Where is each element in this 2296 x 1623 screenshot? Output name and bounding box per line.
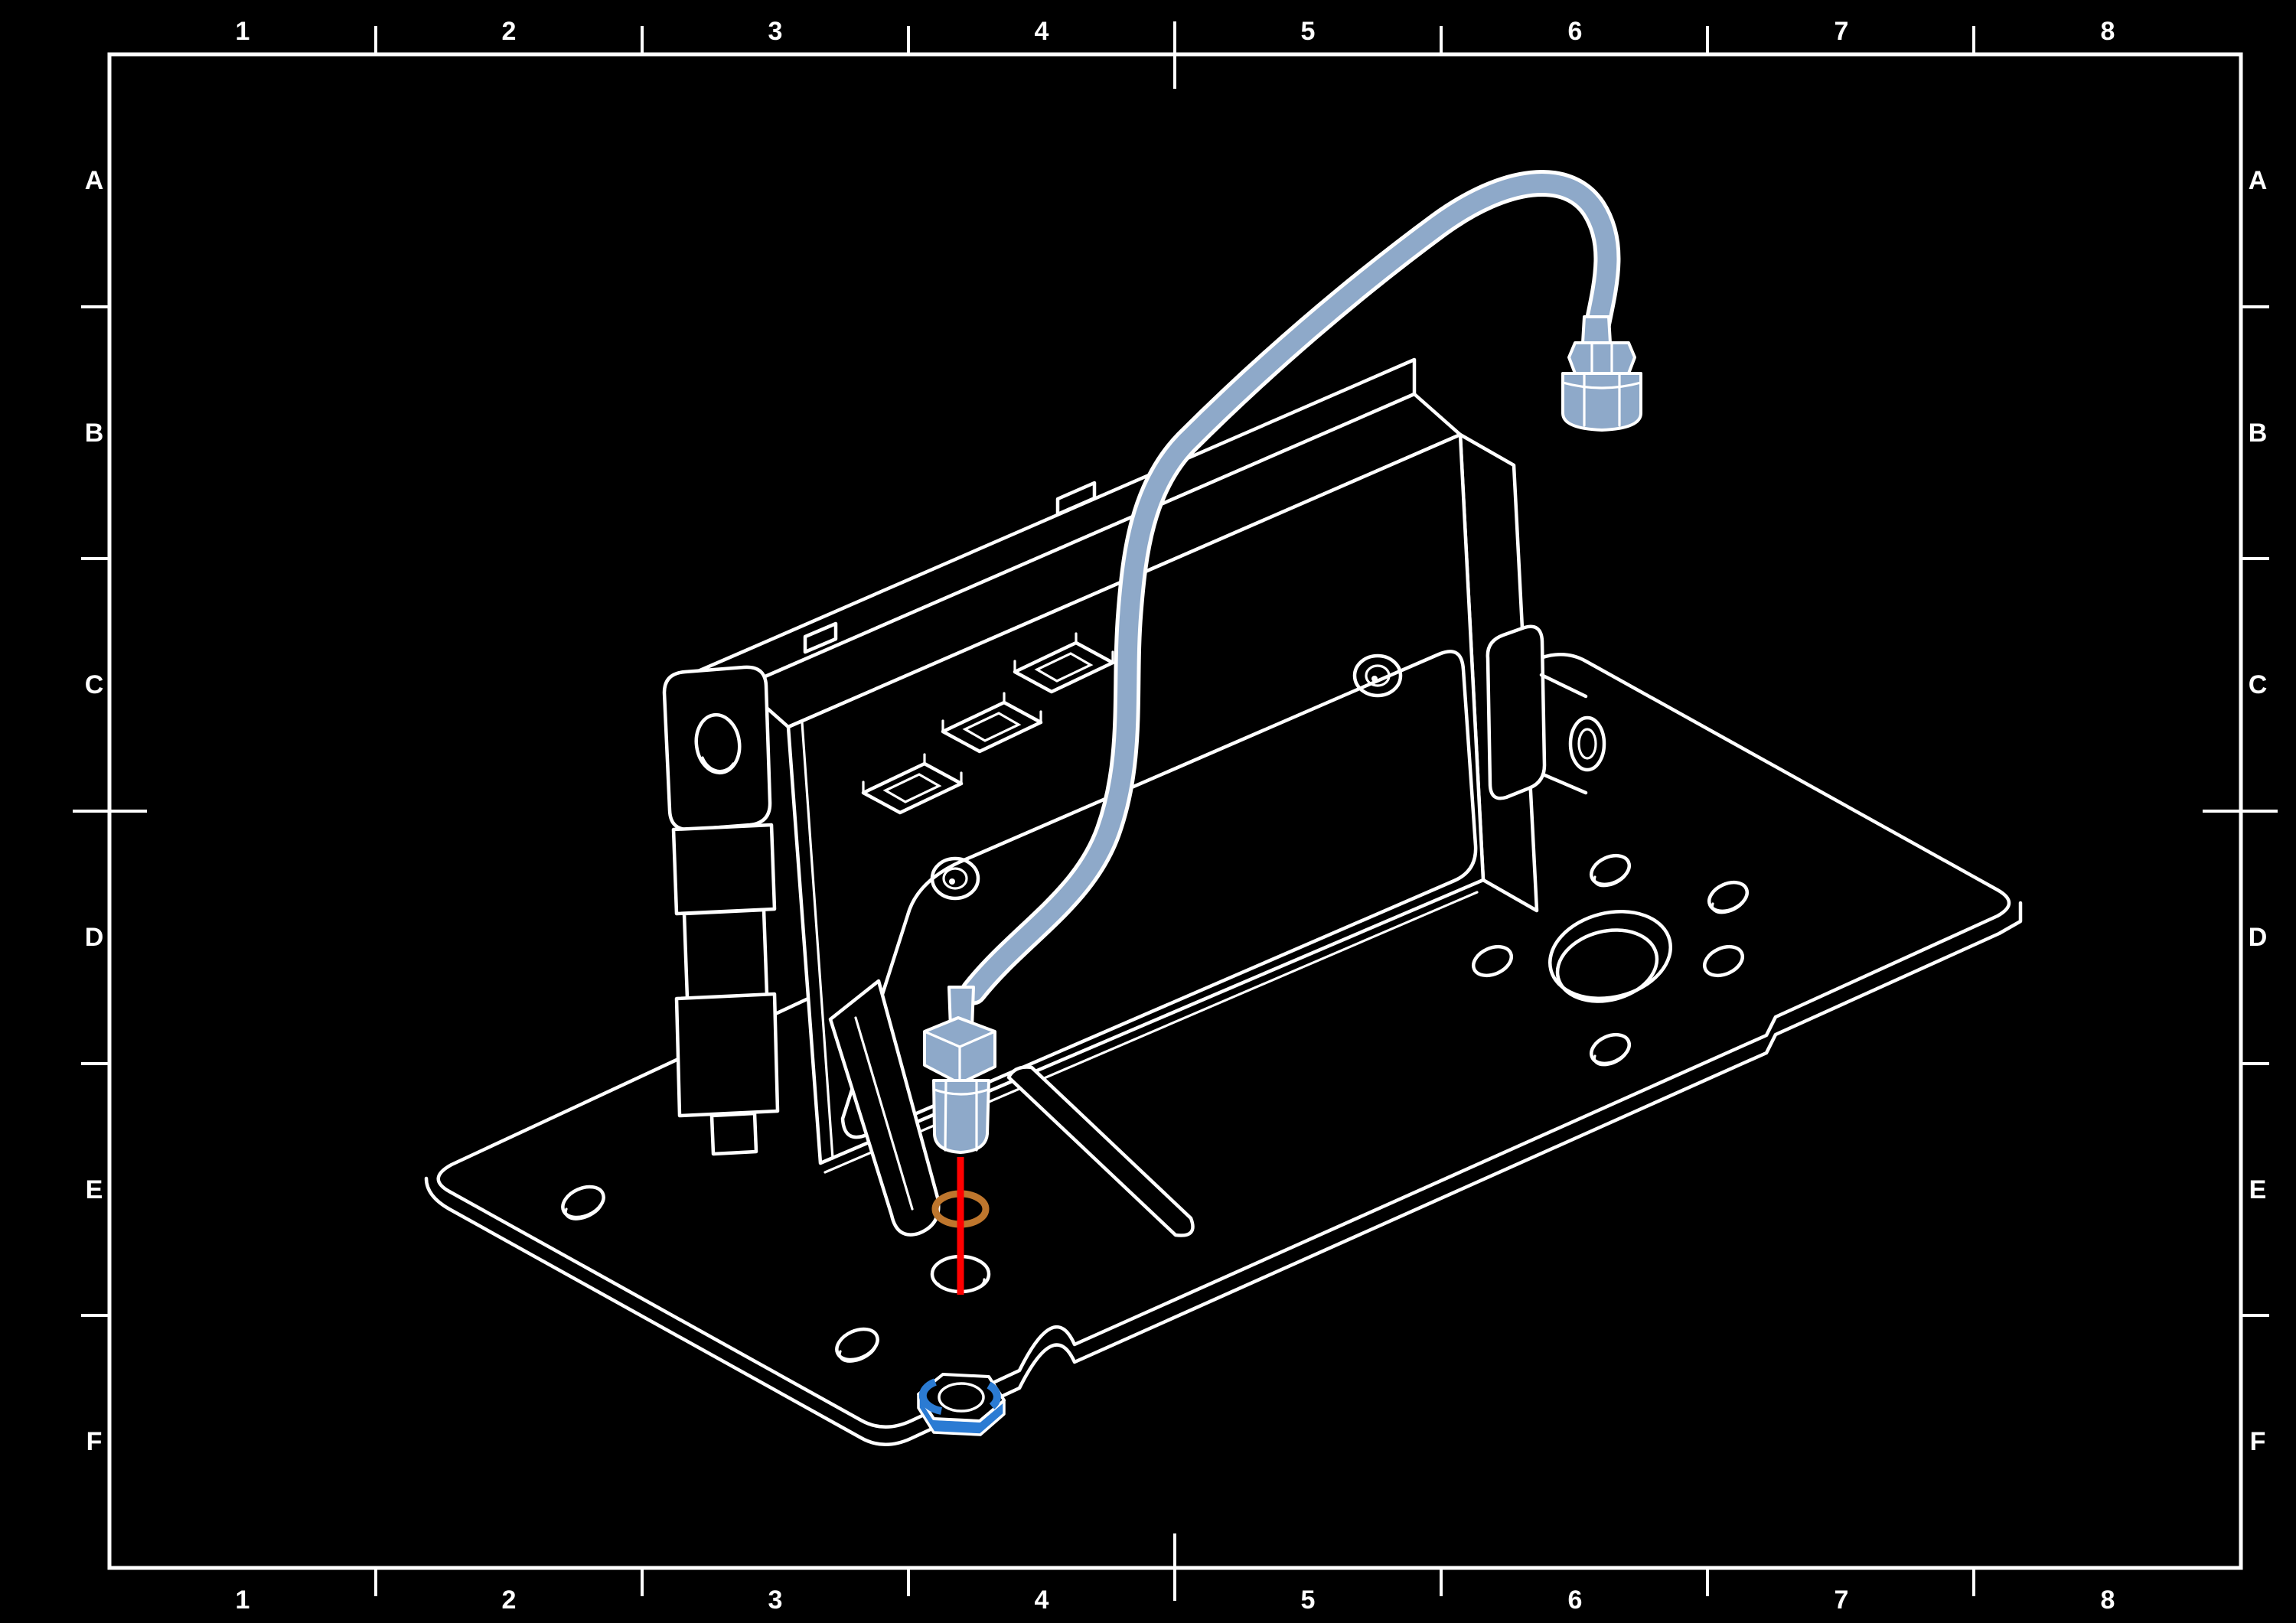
plate-top-surface xyxy=(436,653,2011,1429)
base-plate xyxy=(424,653,2023,1446)
plate-hole-depth xyxy=(1593,1050,1629,1067)
plate-hole xyxy=(1472,944,1513,978)
plug-hex-top xyxy=(923,1030,996,1085)
antenna-cable xyxy=(960,170,1621,1005)
zone-row-label: A xyxy=(85,166,104,195)
box-left-wall-line xyxy=(801,721,834,1160)
zone-ticks-bottom xyxy=(374,1533,1975,1601)
zone-row-label: B xyxy=(85,419,104,448)
zone-labels-right: A B C D E F xyxy=(2249,166,2268,1456)
sma-hex-facets xyxy=(1590,341,1613,375)
zone-col-label: 3 xyxy=(768,17,783,46)
zone-col-label: 5 xyxy=(1301,1586,1316,1615)
port-cutout xyxy=(861,753,964,815)
zone-ticks-right xyxy=(2203,305,2278,1317)
rear-panel-tab xyxy=(1055,481,1097,517)
zone-col-label: 3 xyxy=(768,1586,783,1615)
electronics-enclosure xyxy=(662,357,1606,1237)
screw-boss xyxy=(930,856,980,901)
sma-neck xyxy=(1581,315,1612,344)
plate-hole-depth xyxy=(1711,898,1746,914)
cable-core xyxy=(964,174,1617,1002)
zone-col-label: 1 xyxy=(236,17,250,46)
plate-thickness-edge xyxy=(424,901,2023,1446)
zone-col-label: 8 xyxy=(2101,1586,2115,1615)
gland-bore xyxy=(1577,728,1597,760)
sma-barrel xyxy=(1561,372,1642,432)
gland-flange xyxy=(1486,624,1547,800)
zone-col-label: 6 xyxy=(1568,17,1583,46)
zone-row-label: A xyxy=(2249,166,2268,195)
base-flange xyxy=(1006,1065,1195,1237)
zone-col-label: 4 xyxy=(1035,17,1049,46)
zone-col-label: 4 xyxy=(1035,1586,1049,1615)
nut-bore xyxy=(938,1382,985,1413)
antenna-plug xyxy=(923,986,996,1154)
zone-row-label: D xyxy=(2249,923,2268,952)
plate-hole xyxy=(835,1327,879,1362)
sma-hex-small xyxy=(1567,341,1636,375)
ear-hole xyxy=(694,712,742,775)
sma-connector xyxy=(1561,315,1642,432)
ear-hole-depth xyxy=(701,756,735,773)
zone-col-label: 2 xyxy=(502,1586,517,1615)
plate-hole xyxy=(561,1185,605,1220)
zone-col-label: 7 xyxy=(1835,17,1849,46)
zone-col-label: 8 xyxy=(2101,17,2115,46)
zone-labels-left: A B C D E F xyxy=(85,166,104,1456)
zone-labels-top: 1 2 3 4 5 6 7 8 xyxy=(236,17,2115,46)
zone-ticks-left xyxy=(73,305,147,1317)
screw-boss xyxy=(1352,653,1403,698)
zone-labels-bottom: 1 2 3 4 5 6 7 8 xyxy=(236,1586,2115,1615)
gland-body xyxy=(1539,673,1588,795)
plug-barrel xyxy=(932,1079,990,1154)
bracket-ear xyxy=(662,665,772,832)
plate-hole-depth xyxy=(838,1345,877,1363)
sheet-frame: 1 2 3 4 5 6 7 8 1 2 3 4 5 6 7 8 A B C D … xyxy=(73,17,2278,1615)
plate-hole xyxy=(1703,944,1744,978)
box-front-face xyxy=(786,432,1486,1165)
zone-col-label: 1 xyxy=(236,1586,250,1615)
rear-panel-tab xyxy=(803,621,838,654)
gusset-edge-line xyxy=(854,1016,914,1211)
zone-col-label: 6 xyxy=(1568,1586,1583,1615)
target-hole-depth xyxy=(937,1278,986,1293)
zone-col-label: 2 xyxy=(502,17,517,46)
plate-holes xyxy=(561,853,1749,1363)
din-clip xyxy=(671,823,780,1156)
zone-row-label: B xyxy=(2249,419,2268,448)
zone-row-label: D xyxy=(85,923,104,952)
zone-row-label: C xyxy=(85,670,104,699)
plate-large-hole-bore xyxy=(1555,928,1659,1003)
zone-row-label: C xyxy=(2249,670,2268,699)
zone-row-label: E xyxy=(2249,1175,2267,1204)
zone-col-label: 5 xyxy=(1301,17,1316,46)
zone-row-label: F xyxy=(86,1427,103,1456)
plate-hole-depth xyxy=(564,1203,603,1221)
zone-ticks-top xyxy=(374,21,1975,89)
zone-row-label: F xyxy=(2250,1427,2266,1456)
antenna-locknut xyxy=(917,1373,1006,1436)
zone-row-label: E xyxy=(86,1175,103,1204)
plug-barrel-facets xyxy=(933,1080,990,1152)
gland-face xyxy=(1568,715,1606,772)
port-cutout xyxy=(1013,632,1115,694)
port-cutout xyxy=(941,692,1043,754)
top-ports xyxy=(861,632,1115,815)
plate-large-hole xyxy=(1548,909,1673,1001)
zone-col-label: 7 xyxy=(1835,1586,1849,1615)
plate-hole-depth xyxy=(1593,871,1629,888)
sma-barrel-facets xyxy=(1561,372,1642,427)
ear-plate xyxy=(662,665,772,832)
cable-gland xyxy=(1486,624,1606,800)
nut-chamfer-highlight xyxy=(918,1378,1001,1415)
